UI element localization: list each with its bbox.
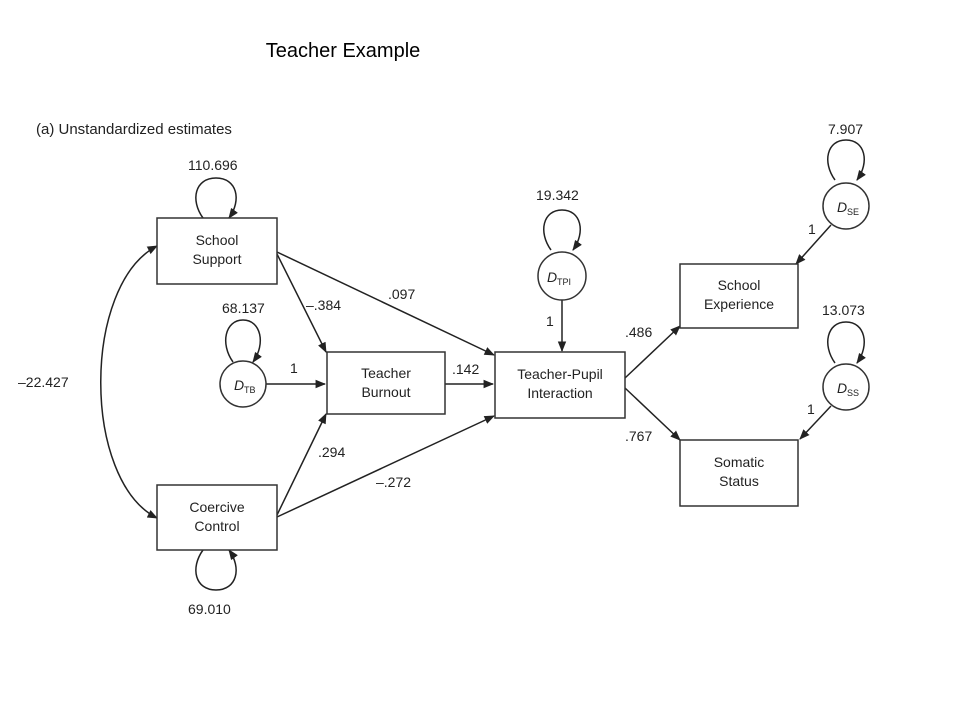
variance-loop-dtpi: [543, 209, 582, 251]
path-ss-to-tpi: [276, 251, 495, 356]
node-label-line2: Support: [192, 251, 241, 267]
node-label-line1: School: [718, 277, 761, 293]
node-somatic-status: Somatic Status: [679, 439, 799, 507]
slide-title: Teacher Example: [265, 40, 421, 62]
node-label-line2: Control: [194, 518, 239, 534]
disturbance-se: D SE: [822, 182, 870, 230]
variance-loop-dtb: [225, 319, 262, 363]
path-label-ss-tb: –.384: [306, 297, 341, 313]
disturbance-subscript: TB: [244, 385, 256, 395]
node-school-experience: School Experience: [679, 263, 799, 329]
path-dse-to-se: [795, 224, 832, 265]
path-label-dse: 1: [808, 221, 816, 237]
variance-dse: 7.907: [828, 121, 863, 137]
path-cc-to-tpi: [276, 415, 495, 518]
variance-loop-school-support: [195, 177, 238, 219]
node-label-line2: Experience: [704, 296, 774, 312]
path-label-ss-tpi: .097: [388, 286, 415, 302]
path-label-dtpi: 1: [546, 313, 554, 329]
path-tpi-to-se: [624, 325, 681, 379]
path-ss-to-tb: [276, 253, 327, 353]
node-label-line1: Coercive: [189, 499, 244, 515]
disturbance-subscript: SE: [847, 207, 859, 217]
node-label-line2: Interaction: [527, 385, 592, 401]
disturbance-tpi: D TPI: [537, 251, 587, 301]
node-teacher-burnout: Teacher Burnout: [326, 351, 446, 415]
node-label-line1: Teacher-Pupil: [517, 366, 603, 382]
path-label-cc-tpi: –.272: [376, 474, 411, 490]
path-label-dtb: 1: [290, 360, 298, 376]
path-tpi-to-ss: [624, 387, 681, 441]
disturbance-tb: D TB: [219, 360, 267, 408]
variance-dtpi: 19.342: [536, 187, 579, 203]
variance-loop-dse: [827, 139, 866, 181]
path-label-cc-tb: .294: [318, 444, 345, 460]
disturbance-label: D: [837, 380, 847, 396]
disturbance-ss: D SS: [822, 363, 870, 411]
path-label-tb-tpi: .142: [452, 361, 479, 377]
variance-loop-coercive-control: [195, 549, 238, 591]
variance-dss: 13.073: [822, 302, 865, 318]
disturbance-label: D: [234, 377, 244, 393]
node-label-line1: Somatic: [714, 454, 765, 470]
variance-coercive-control: 69.010: [188, 601, 231, 617]
disturbance-label: D: [547, 269, 557, 285]
disturbance-subscript: TPI: [557, 277, 571, 287]
covariance-label: –22.427: [18, 374, 69, 390]
covariance-arc: [100, 245, 158, 519]
variance-dtb: 68.137: [222, 300, 265, 316]
variance-school-support: 110.696: [188, 157, 238, 173]
variance-loop-dss: [827, 321, 866, 364]
path-label-tpi-se: .486: [625, 324, 652, 340]
node-label-line1: School: [196, 232, 239, 248]
node-teacher-pupil-interaction: Teacher-Pupil Interaction: [494, 351, 626, 419]
disturbance-label: D: [837, 199, 847, 215]
node-label-line2: Status: [719, 473, 759, 489]
node-coercive-control: Coercive Control: [156, 484, 278, 551]
path-label-dss: 1: [807, 401, 815, 417]
node-school-support: School Support: [156, 217, 278, 285]
node-label-line2: Burnout: [361, 384, 410, 400]
path-label-tpi-ss: .767: [625, 428, 652, 444]
node-label-line1: Teacher: [361, 365, 411, 381]
disturbance-subscript: SS: [847, 388, 859, 398]
path-dss-to-ss: [799, 405, 832, 440]
path-cc-to-tb: [276, 413, 327, 516]
panel-label: (a) Unstandardized estimates: [36, 121, 232, 138]
